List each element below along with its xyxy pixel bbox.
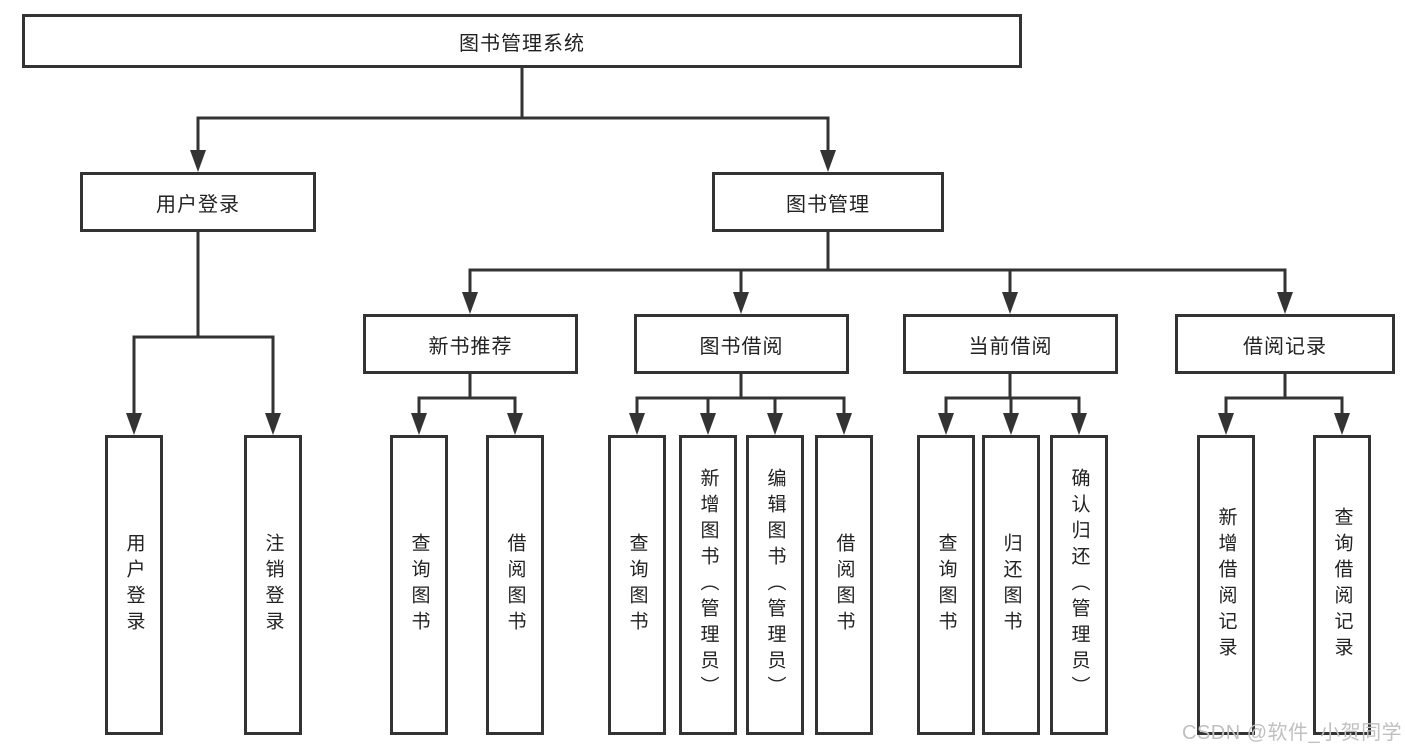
leaf-recommend-borrow-books: 借阅图书 (486, 435, 544, 735)
node-borrow-records: 借阅记录 (1175, 314, 1395, 374)
leaf-edit-books-admin: 编辑图书（管理员） (746, 435, 804, 735)
node-current-borrow: 当前借阅 (903, 314, 1118, 374)
node-library-system: 图书管理系统 (22, 14, 1022, 68)
node-book-borrow: 图书借阅 (634, 314, 849, 374)
leaf-borrow-books: 借阅图书 (815, 435, 873, 735)
node-user-login: 用户登录 (80, 172, 316, 232)
leaf-return-books: 归还图书 (982, 435, 1040, 735)
node-book-management: 图书管理 (712, 172, 944, 232)
leaf-confirm-return-admin: 确认归还（管理员） (1050, 435, 1108, 735)
arrowheads (126, 150, 1350, 435)
leaf-user-login: 用户登录 (105, 435, 163, 735)
leaf-query-borrow-record: 查询借阅记录 (1313, 435, 1371, 735)
leaf-logout: 注销登录 (244, 435, 302, 735)
leaf-current-query-books: 查询图书 (917, 435, 975, 735)
leaf-recommend-query-books: 查询图书 (390, 435, 448, 735)
node-new-book-recommend: 新书推荐 (363, 314, 578, 374)
leaf-add-books-admin: 新增图书（管理员） (679, 435, 737, 735)
leaf-add-borrow-record: 新增借阅记录 (1197, 435, 1255, 735)
csdn-watermark: CSDN @软件_小贺同学 (1182, 722, 1403, 744)
leaf-borrow-query-books: 查询图书 (608, 435, 666, 735)
